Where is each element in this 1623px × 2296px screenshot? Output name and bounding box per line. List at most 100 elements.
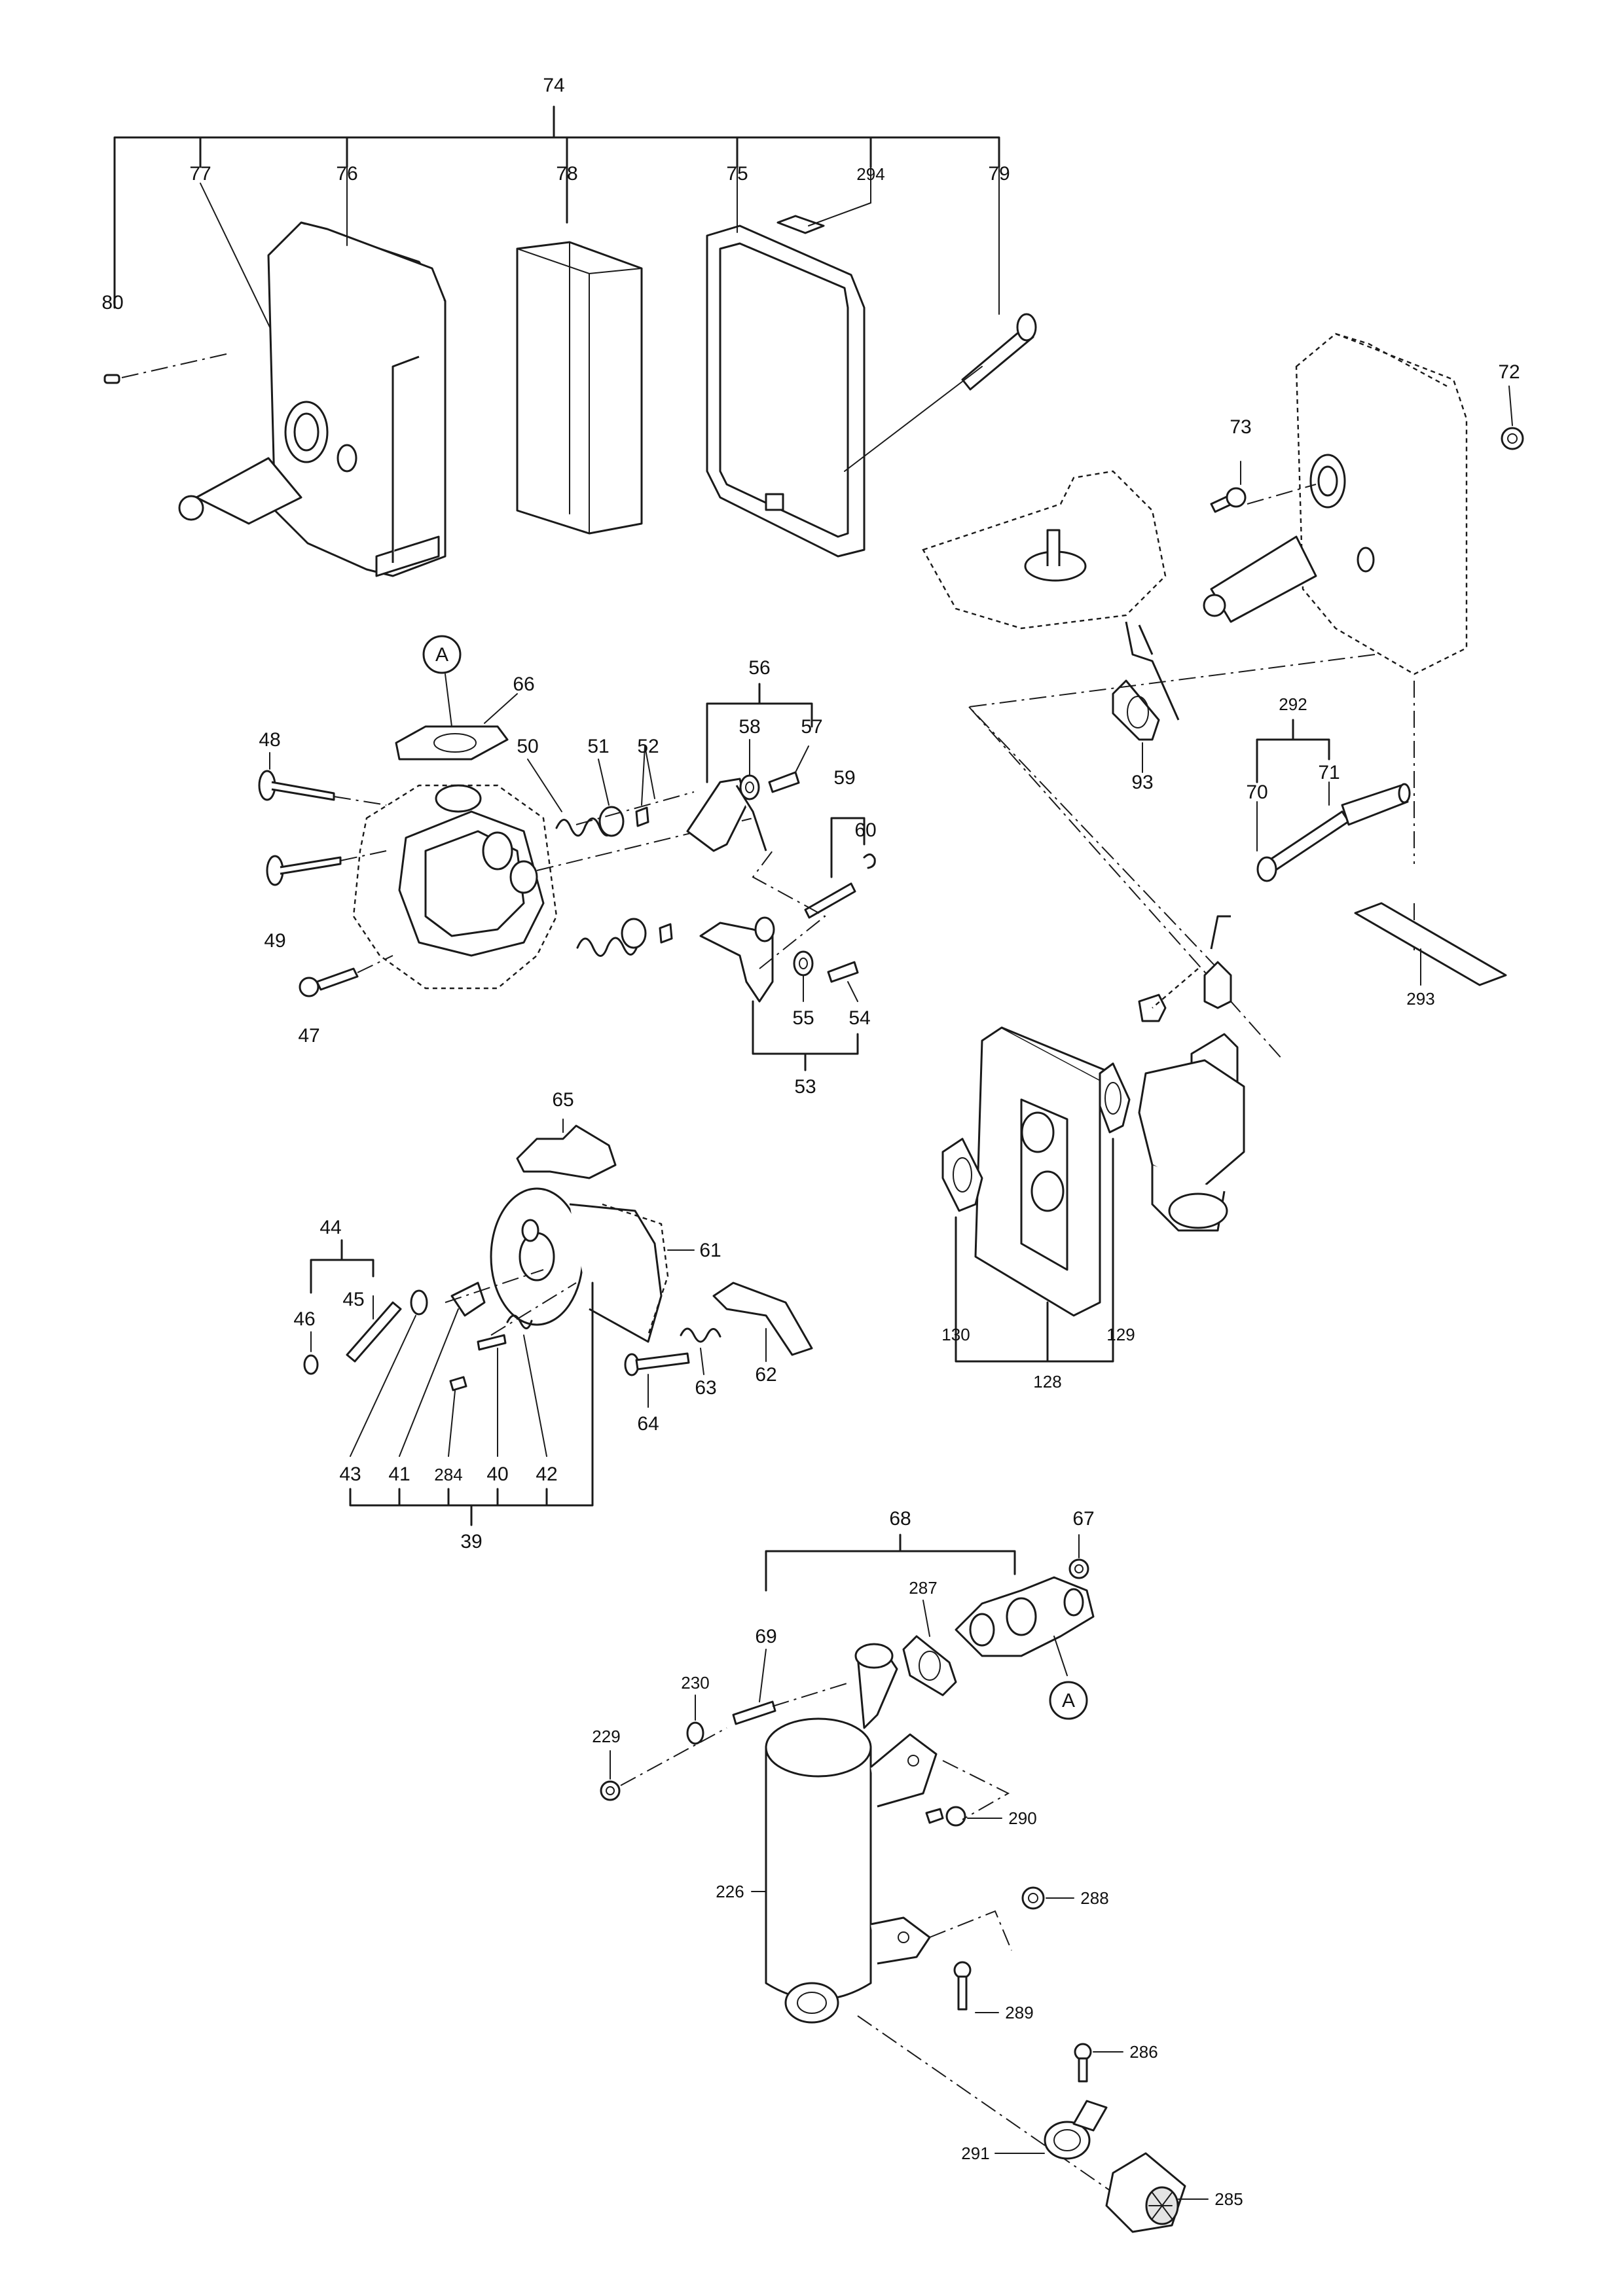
label-56: 56 bbox=[748, 657, 770, 679]
part-286-screw bbox=[1074, 2043, 1092, 2083]
part-230-washer bbox=[686, 1721, 704, 1745]
part-70-71-breather-pipe bbox=[1256, 783, 1411, 882]
callout-a-circle bbox=[422, 635, 462, 674]
label-45: 45 bbox=[342, 1289, 364, 1310]
part-69-stud bbox=[732, 1700, 776, 1725]
label-43: 43 bbox=[339, 1463, 361, 1485]
label-55: 55 bbox=[792, 1007, 814, 1029]
muffler-group bbox=[600, 1534, 1209, 2233]
label-65: 65 bbox=[552, 1089, 574, 1111]
part-291-clamp bbox=[1044, 2100, 1108, 2160]
part-61-cam-gear bbox=[490, 1187, 669, 1343]
part-40-pin bbox=[477, 1334, 507, 1351]
label-63: 63 bbox=[695, 1377, 716, 1399]
label-75: 75 bbox=[726, 163, 748, 185]
part-53-rocker-arm bbox=[699, 922, 774, 1003]
part-229-nut bbox=[600, 1780, 621, 1801]
label-73: 73 bbox=[1230, 416, 1251, 438]
label-67: 67 bbox=[1072, 1508, 1094, 1530]
label-292: 292 bbox=[1279, 694, 1307, 714]
part-59-rocker-shaft bbox=[804, 882, 856, 919]
label-69: 69 bbox=[755, 1626, 776, 1647]
label-39: 39 bbox=[460, 1531, 482, 1552]
label-40: 40 bbox=[486, 1463, 508, 1485]
part-93-gasket bbox=[1112, 679, 1160, 741]
part-66-gasket bbox=[395, 725, 509, 761]
label-290: 290 bbox=[1008, 1808, 1036, 1828]
label-74: 74 bbox=[543, 75, 564, 96]
exhaust-elbow bbox=[955, 1576, 1095, 1657]
label-77: 77 bbox=[189, 163, 211, 185]
part-290-bolt bbox=[925, 1806, 966, 1827]
part-294-label bbox=[776, 215, 825, 234]
part-76-air-cleaner-case bbox=[178, 221, 447, 577]
part-287-gasket bbox=[902, 1635, 957, 1696]
part-57-adjusting-screw bbox=[768, 771, 800, 793]
label-230: 230 bbox=[681, 1673, 709, 1693]
label-128: 128 bbox=[1033, 1372, 1061, 1391]
label-a-2: A bbox=[1062, 1690, 1075, 1712]
label-53: 53 bbox=[794, 1076, 816, 1098]
part-285-spark-arrester bbox=[1105, 2152, 1186, 2233]
label-47: 47 bbox=[298, 1025, 319, 1047]
part-62-governor-plate bbox=[712, 1282, 813, 1356]
label-76: 76 bbox=[336, 163, 357, 185]
part-64-pin bbox=[624, 1352, 690, 1376]
label-71: 71 bbox=[1318, 762, 1340, 783]
label-62: 62 bbox=[755, 1364, 776, 1386]
label-58: 58 bbox=[739, 716, 760, 738]
part-67-nut bbox=[1068, 1558, 1089, 1579]
part-48-intake-valve bbox=[258, 770, 335, 801]
part-65-bracket bbox=[516, 1124, 617, 1179]
part-288-nut bbox=[1021, 1886, 1045, 1910]
label-48: 48 bbox=[259, 729, 280, 751]
part-number-labels: 74 77 76 78 75 294 79 80 72 73 A 66 56 5… bbox=[101, 75, 1520, 2209]
part-72-nut bbox=[1501, 427, 1524, 450]
right-mount-group bbox=[922, 332, 1524, 1363]
label-57: 57 bbox=[801, 716, 822, 738]
part-75-air-cleaner-cover bbox=[706, 224, 866, 558]
part-52-valve-keepers bbox=[635, 806, 673, 944]
label-50: 50 bbox=[517, 736, 538, 757]
cylinder-head-group bbox=[258, 635, 876, 1071]
label-293: 293 bbox=[1406, 989, 1434, 1009]
part-45-cam-shaft bbox=[346, 1301, 402, 1363]
label-79: 79 bbox=[988, 163, 1010, 185]
part-41-governor-weight bbox=[450, 1282, 486, 1317]
label-64: 64 bbox=[637, 1413, 659, 1435]
label-80: 80 bbox=[101, 292, 123, 314]
part-226-muffler bbox=[765, 1643, 938, 2024]
label-a-1: A bbox=[435, 644, 448, 666]
part-289-bolt bbox=[953, 1961, 972, 2011]
label-60: 60 bbox=[854, 819, 876, 841]
label-229: 229 bbox=[592, 1727, 620, 1746]
part-47-bolt bbox=[299, 967, 359, 997]
label-61: 61 bbox=[699, 1240, 721, 1261]
label-93: 93 bbox=[1131, 772, 1153, 793]
part-79-bolt bbox=[961, 313, 1037, 391]
label-130: 130 bbox=[941, 1325, 970, 1344]
label-42: 42 bbox=[536, 1463, 557, 1485]
label-72: 72 bbox=[1498, 361, 1520, 383]
label-288: 288 bbox=[1080, 1888, 1108, 1908]
part-42-spring bbox=[506, 1314, 533, 1329]
label-49: 49 bbox=[264, 930, 285, 952]
callout-a-circle-2 bbox=[1049, 1681, 1088, 1720]
camshaft-group bbox=[303, 1119, 813, 1526]
part-129-gasket bbox=[1099, 1062, 1131, 1134]
label-294: 294 bbox=[856, 164, 884, 184]
part-63-spring bbox=[680, 1327, 721, 1343]
label-289: 289 bbox=[1005, 2003, 1033, 2022]
part-49-exhaust-valve bbox=[266, 855, 342, 886]
label-54: 54 bbox=[848, 1007, 870, 1029]
part-46-washer bbox=[303, 1354, 319, 1375]
part-43-washer bbox=[410, 1289, 428, 1316]
label-78: 78 bbox=[556, 163, 577, 185]
part-73-bolt bbox=[1210, 487, 1247, 513]
part-284-pin bbox=[449, 1376, 467, 1391]
part-78-air-filter-element bbox=[516, 241, 643, 535]
part-50-valve-springs bbox=[555, 817, 639, 957]
label-70: 70 bbox=[1246, 781, 1267, 803]
label-284: 284 bbox=[434, 1465, 462, 1484]
